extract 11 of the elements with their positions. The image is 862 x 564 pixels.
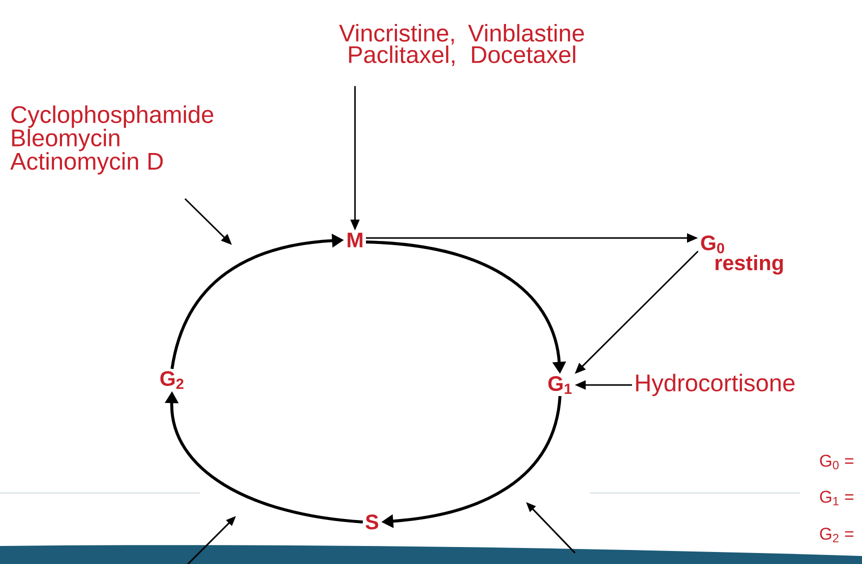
legend-entry: G$_{1}$ = — [820, 490, 854, 506]
phase-label: G$_{2}$ — [160, 371, 184, 389]
legend-entry: G$_{2}$ = — [820, 528, 854, 542]
drug-label: Hydrocortisone — [636, 374, 794, 396]
legend-entry: G$_{0}$ = — [820, 454, 854, 470]
phase-label: M — [348, 232, 362, 248]
drug-list: Vincristine, Vinblastine Paclitaxel, Docetaxel — [339, 24, 584, 66]
phase-label: G$_{1}$ — [548, 376, 572, 394]
phase-label: S — [366, 514, 378, 530]
drug-list: Cyclophosphamide Bleomycin Actinomycin D — [10, 105, 214, 175]
phase-label: G$_{0}$ resting — [701, 235, 783, 275]
